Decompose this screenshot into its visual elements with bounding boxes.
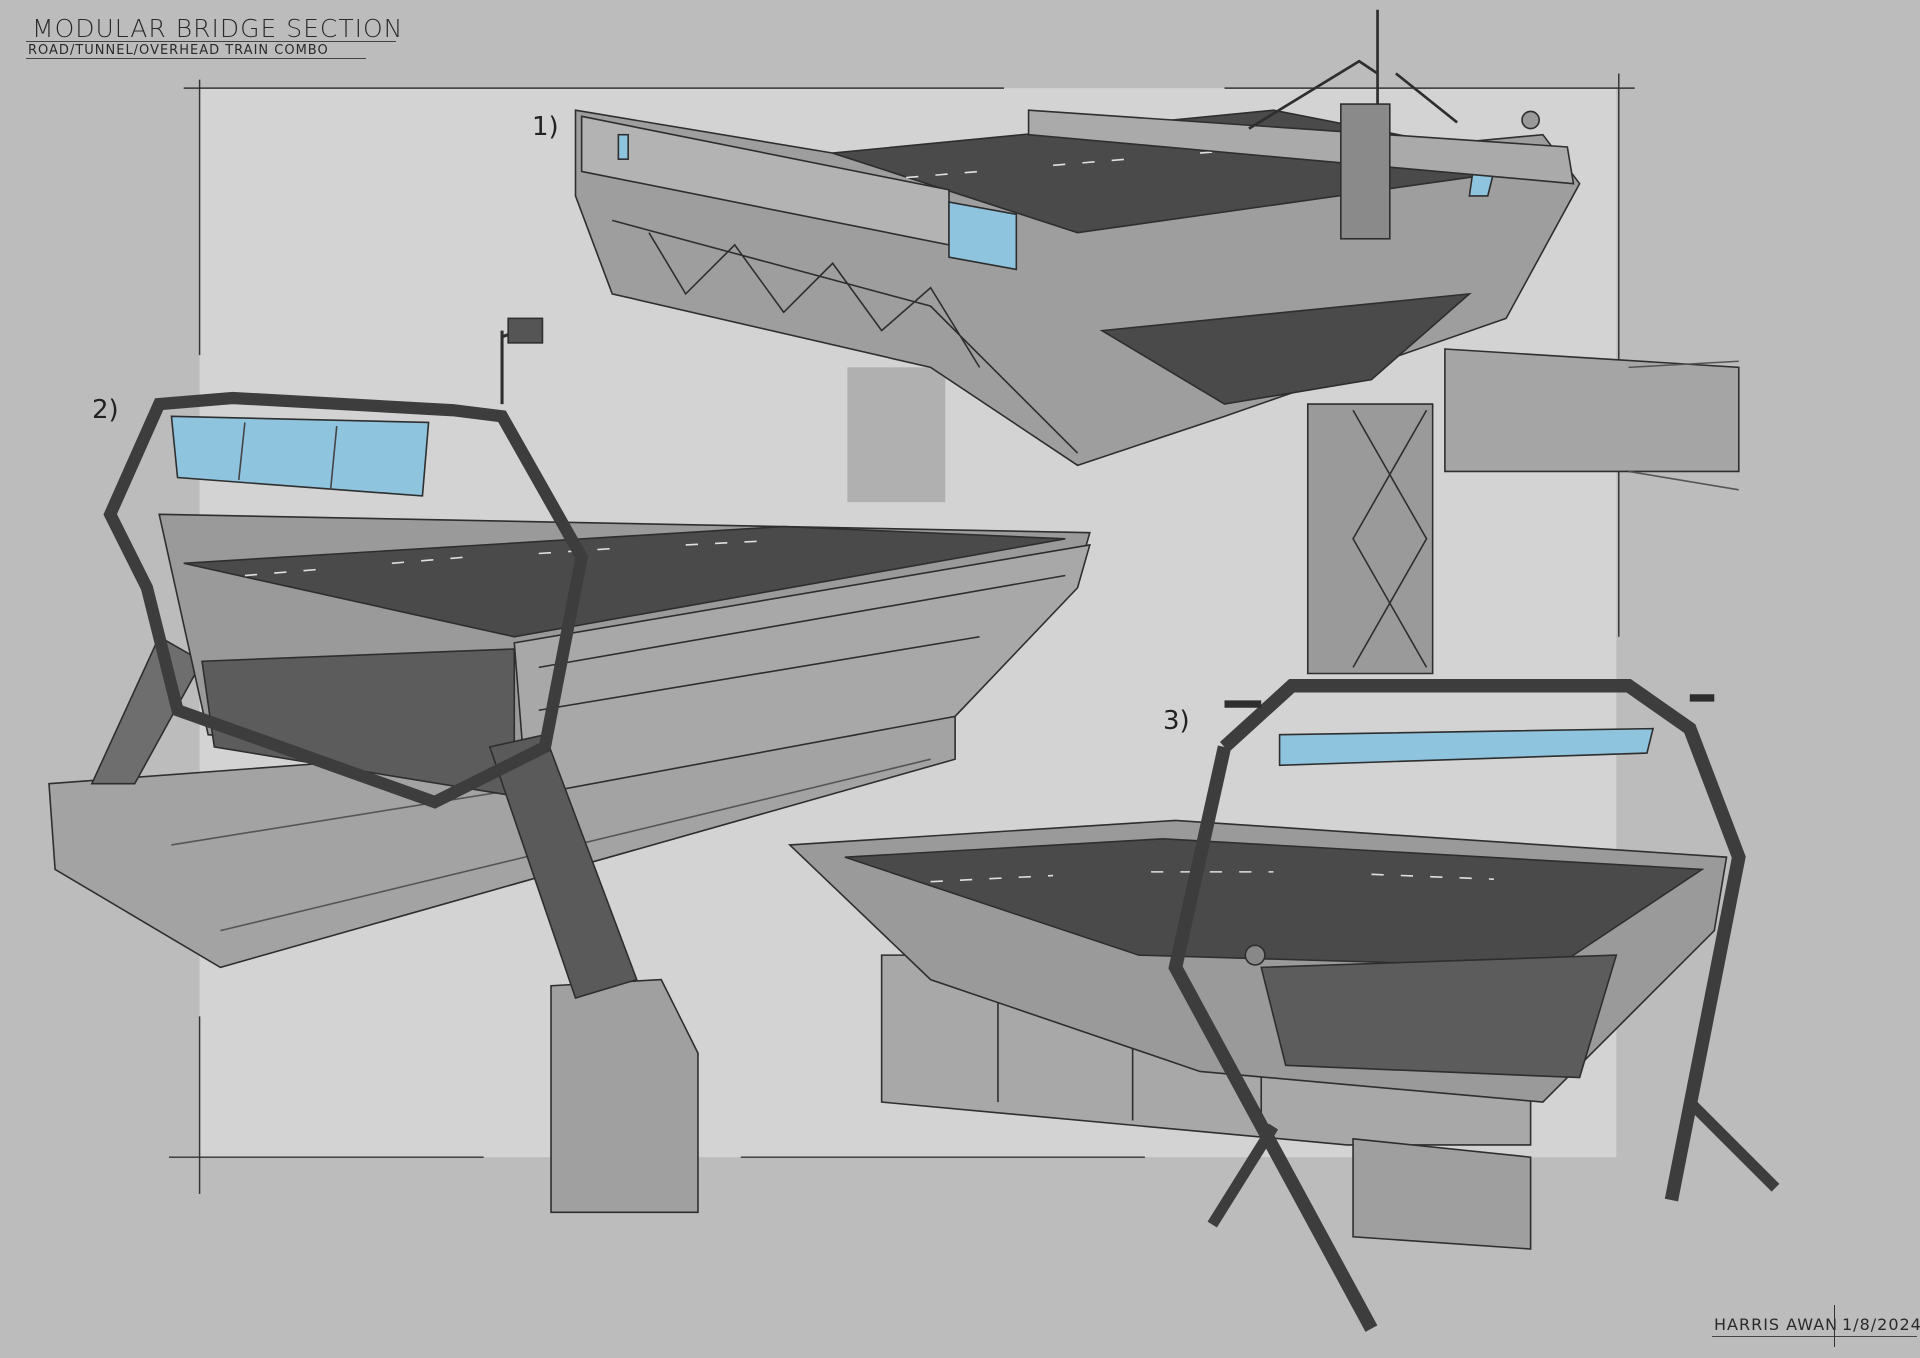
subtitle-underline: [26, 58, 366, 59]
signature-underline: [1712, 1336, 1917, 1337]
bridge-1-drawing: [574, 9, 1740, 675]
sheet-subtitle: ROAD/TUNNEL/OVERHEAD TRAIN COMBO: [28, 43, 329, 58]
sheet-title: MODULAR BRIDGE SECTION: [32, 14, 404, 43]
frame-lines: [168, 73, 1635, 1194]
sketch-label-1: 1): [532, 112, 559, 142]
title-underline: [26, 41, 396, 42]
sketch-label-3: 3): [1163, 706, 1190, 736]
sketch-label-2: 2): [92, 395, 119, 425]
bridge-3-drawing: [787, 679, 1780, 1332]
artist-signature: HARRIS AWAN: [1714, 1315, 1839, 1334]
signature-divider: [1834, 1305, 1835, 1347]
signature-date: 1/8/2024: [1842, 1315, 1920, 1334]
bridge-2-drawing: [48, 317, 1091, 1214]
